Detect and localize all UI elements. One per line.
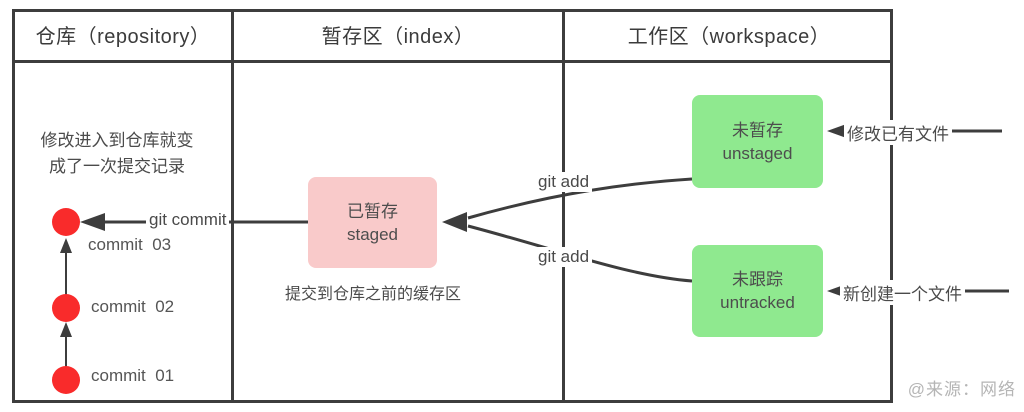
- header-index: 暂存区（index）: [321, 26, 475, 48]
- staged-box-label-en: staged: [346, 224, 399, 244]
- staged-box-label-cn: 已暂存: [347, 201, 398, 221]
- untracked-box-label-en: untracked: [720, 293, 795, 312]
- header-divider-line: [12, 60, 893, 63]
- commit-label-03: commit 03: [88, 235, 172, 254]
- commit-label-01: commit 01: [91, 366, 175, 385]
- staged-caption: 提交到仓库之前的缓存区: [284, 286, 461, 303]
- unstaged-box: 未暂存 unstaged: [692, 95, 823, 188]
- repository-note-line1: 修改进入到仓库就变: [40, 131, 194, 150]
- modify-file-label: 修改已有文件: [844, 120, 952, 145]
- repository-note: 修改进入到仓库就变 成了一次提交记录: [22, 128, 212, 180]
- column-divider-index-workspace: [562, 9, 565, 403]
- header-workspace: 工作区（workspace）: [627, 26, 831, 48]
- new-file-label: 新创建一个文件: [840, 280, 965, 305]
- unstaged-box-label-en: unstaged: [722, 143, 793, 163]
- untracked-box-label-cn: 未跟踪: [732, 270, 783, 289]
- column-divider-repository-index: [231, 9, 234, 403]
- untracked-box: 未跟踪 untracked: [692, 245, 823, 337]
- repository-note-line2: 成了一次提交记录: [49, 157, 185, 176]
- git-add-label-bottom: git add: [535, 247, 593, 267]
- table-frame: [12, 9, 893, 403]
- commit-label-02: commit 02: [91, 297, 175, 316]
- staged-box: 已暂存 staged: [308, 177, 437, 268]
- unstaged-box-label-cn: 未暂存: [732, 120, 783, 140]
- git-add-label-top: git add: [535, 172, 593, 192]
- header-repository: 仓库（repository）: [35, 26, 211, 48]
- source-watermark: @来源：网络: [907, 380, 1016, 399]
- git-commit-label: git commit: [146, 210, 230, 230]
